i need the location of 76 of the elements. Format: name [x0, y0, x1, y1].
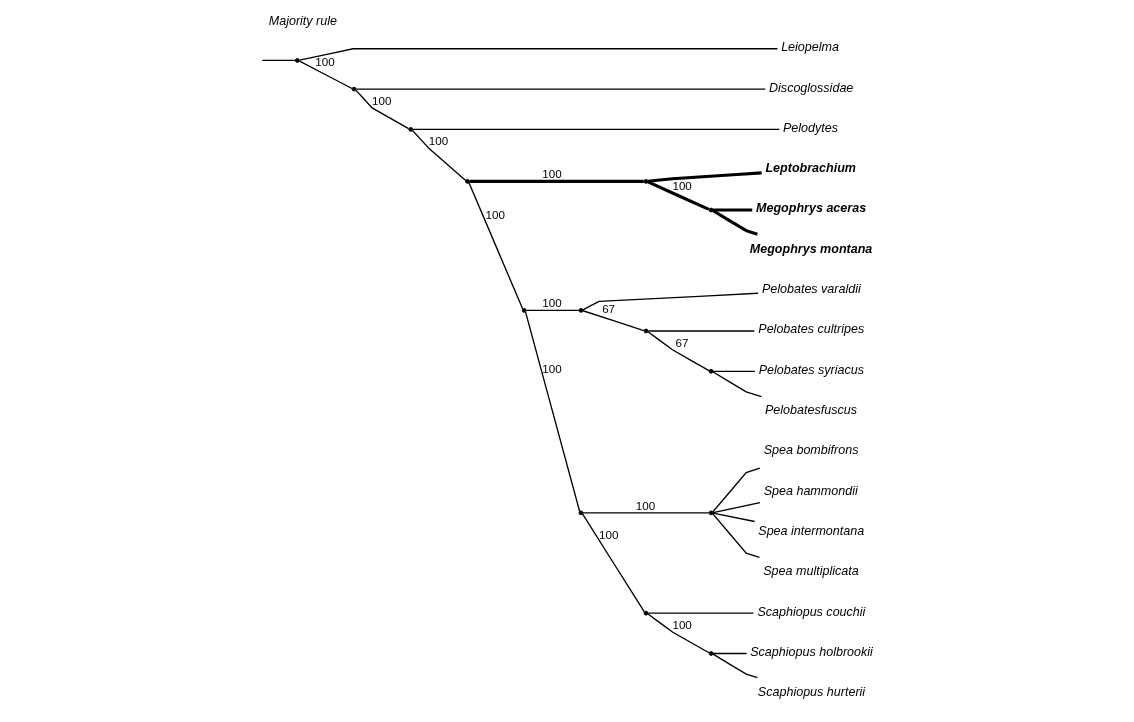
connector [469, 179, 644, 183]
connector [467, 182, 523, 310]
connector [298, 48, 778, 61]
edge-label: 100 [314, 55, 335, 69]
node-text: Scaphiopus couchii [756, 604, 865, 619]
node-point [708, 510, 713, 516]
node-point [578, 510, 583, 516]
diagram-title: Majority rule [268, 13, 337, 28]
connector [581, 292, 759, 311]
edge-label: 100 [671, 617, 692, 631]
edge-label: 100 [541, 167, 562, 181]
connector [712, 208, 752, 212]
connector [647, 612, 754, 614]
connector [711, 209, 758, 236]
edge-label: 100 [671, 178, 692, 192]
node-text: Leiopelma [780, 40, 839, 55]
connector [712, 371, 762, 398]
node-point [643, 610, 648, 616]
edge-label: 100 [485, 208, 505, 222]
connector [711, 652, 747, 655]
node-point [708, 207, 713, 213]
edge-label: 100 [598, 528, 618, 542]
node-text: Pelobates varaldii [761, 282, 861, 297]
node-text: Megophrys aceras [755, 201, 866, 216]
edge-label: 67 [601, 301, 615, 315]
connector [411, 129, 466, 182]
node-text: Leptobrachium [764, 161, 856, 176]
node-text: Spea multiplicata [762, 564, 859, 579]
node-point [351, 86, 356, 92]
node-text: Pelobates syriacus [758, 362, 864, 377]
node-text: Spea bombifrons [763, 443, 858, 458]
node-point [578, 308, 583, 313]
node-text: Megophrys montana [749, 241, 872, 256]
connector [261, 59, 296, 62]
node-text: Spea hammondii [763, 483, 858, 498]
node-point [407, 127, 413, 132]
edge-label: 67 [675, 335, 689, 349]
connector [298, 60, 353, 90]
connector [581, 513, 645, 613]
connector [646, 613, 710, 654]
node-text: Pelobatesfuscus [764, 403, 857, 418]
node-point [643, 179, 648, 184]
connector [712, 653, 758, 679]
connector [711, 467, 760, 513]
connector [581, 512, 710, 514]
connector [647, 330, 755, 332]
node-point [521, 308, 527, 313]
node-text: Pelodytes [782, 120, 838, 135]
node-text: Scaphiopus holbrookii [749, 644, 873, 659]
connector [647, 171, 762, 183]
connector [354, 89, 409, 130]
edge-label: 100 [541, 361, 562, 375]
edge-label: 100 [541, 296, 562, 310]
node-point [643, 328, 648, 334]
connector [525, 309, 580, 312]
edge-label: 100 [371, 93, 391, 107]
connector [411, 128, 780, 131]
node-text: Scaphiopus hurterii [757, 685, 865, 700]
connector [524, 311, 580, 512]
node-point [708, 368, 713, 374]
connector [711, 512, 755, 523]
connector [711, 501, 761, 514]
connector [646, 331, 710, 372]
node-text: Spea intermontana [757, 523, 864, 538]
connector [581, 310, 644, 332]
node-point [294, 58, 300, 63]
connector [355, 88, 766, 90]
connector [711, 513, 760, 558]
edge-label: 100 [635, 498, 655, 512]
edge-label: 100 [428, 134, 448, 148]
connector [711, 370, 756, 372]
node-text: Pelobates cultripes [757, 322, 864, 337]
connector [646, 180, 710, 211]
node-point [464, 179, 470, 184]
node-point [708, 651, 713, 656]
node-text: Discoglossidae [768, 80, 853, 95]
